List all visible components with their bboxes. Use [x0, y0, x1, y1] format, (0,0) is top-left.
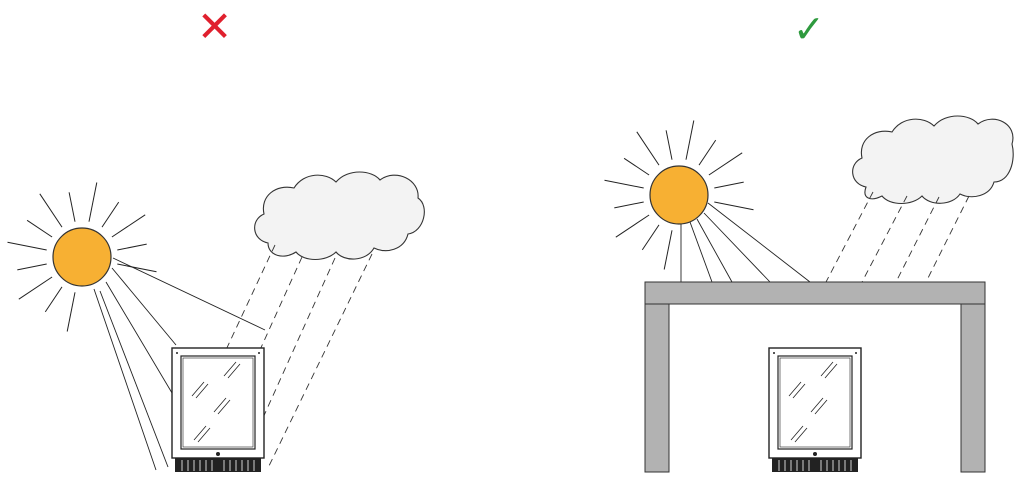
sun-ray [44, 286, 63, 313]
sun-ray [714, 201, 754, 211]
wine-cooler-icon [171, 347, 265, 472]
sunlight-beams [93, 257, 266, 471]
sun-ray [685, 120, 695, 160]
shelter-roof [644, 281, 986, 473]
sun-ray [66, 292, 76, 332]
correct-marker-icon: ✓ [793, 7, 825, 51]
sun-ray [663, 230, 673, 270]
sun-ray [88, 182, 98, 222]
incorrect-panel [7, 171, 425, 472]
sun-icon [7, 182, 157, 332]
sun-ray [714, 181, 744, 189]
sun-ray [39, 193, 63, 228]
rain-lines [224, 244, 373, 469]
correct-panel [604, 115, 1014, 473]
sun-ray [17, 263, 47, 271]
sun-ray [111, 214, 146, 238]
wine-cooler-icon [768, 347, 862, 472]
sun-ray [614, 201, 644, 209]
sun-ray [7, 241, 47, 251]
cloud-icon [852, 115, 1014, 205]
sun-icon [604, 120, 754, 270]
rain-lines [825, 191, 970, 283]
sun-ray [623, 157, 650, 176]
sun-ray [665, 130, 673, 160]
sun-ray [117, 263, 157, 273]
sun-ray [708, 152, 743, 176]
sunlight-beams [680, 202, 811, 283]
sun-ray [117, 243, 147, 251]
incorrect-marker-icon: ✕ [197, 2, 233, 51]
sun-ray [698, 139, 717, 166]
sun-ray [615, 214, 650, 238]
sun-ray [636, 131, 660, 166]
sun-ray [18, 276, 53, 300]
sun-ray [604, 179, 644, 189]
cloud-icon [254, 171, 425, 261]
sun-ray [26, 219, 53, 238]
sun-ray [68, 192, 76, 222]
sun-ray [641, 224, 660, 251]
sun-ray [101, 201, 120, 228]
